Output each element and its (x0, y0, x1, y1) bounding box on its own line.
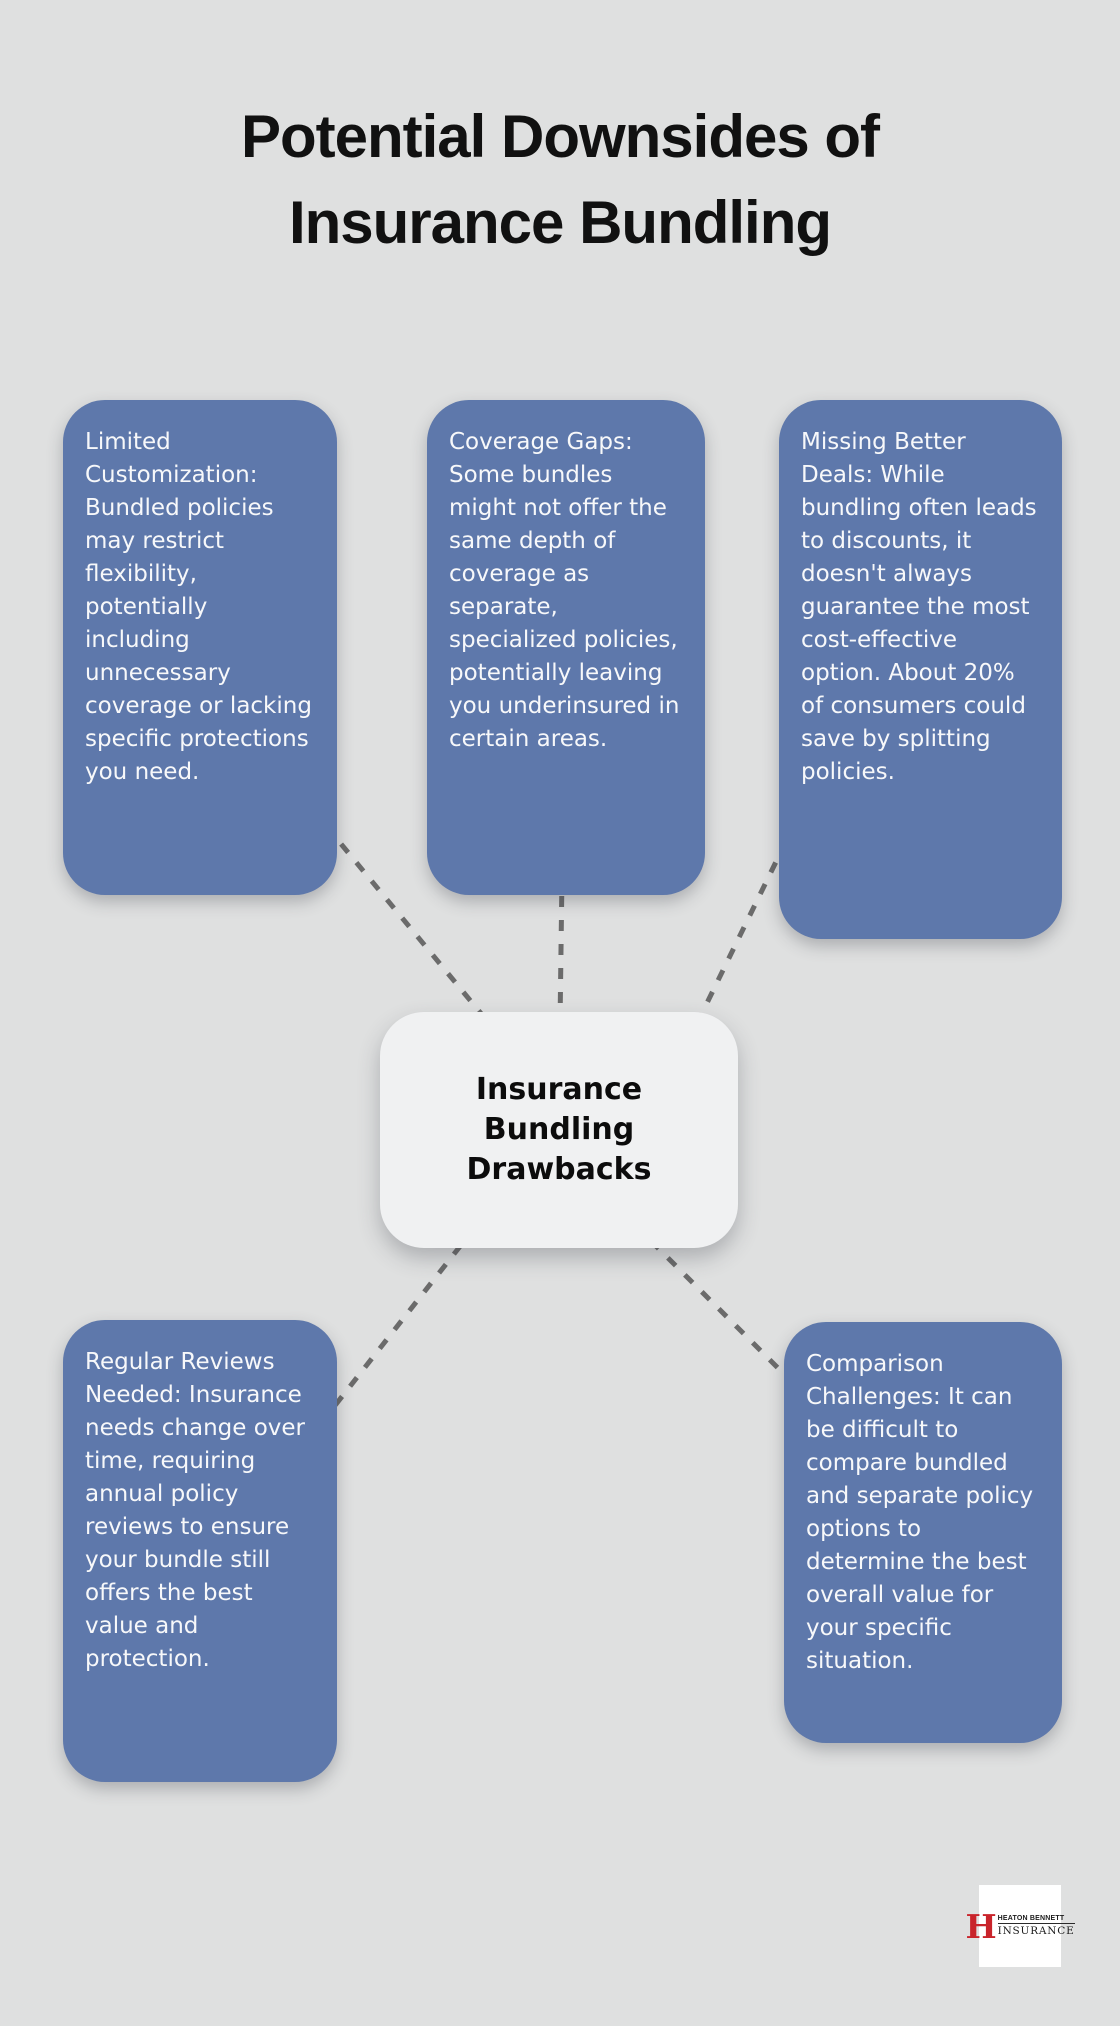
node-comparison-challenges: Comparison Challenges: It can be difficu… (784, 1322, 1062, 1743)
logo-text-block: HEATON BENNETT INSURANCE (997, 1915, 1075, 1937)
center-node-label: Insurance Bundling Drawbacks (466, 1072, 652, 1187)
node-regular-reviews-needed-text: Regular Reviews Needed: Insurance needs … (85, 1349, 306, 1672)
node-missing-better-deals-text: Missing Better Deals: While bundling oft… (801, 429, 1037, 785)
node-missing-better-deals: Missing Better Deals: While bundling oft… (779, 400, 1062, 939)
center-node: Insurance Bundling Drawbacks (380, 1012, 738, 1248)
node-coverage-gaps: Coverage Gaps: Some bundles might not of… (427, 400, 705, 895)
node-regular-reviews-needed: Regular Reviews Needed: Insurance needs … (63, 1320, 337, 1782)
node-coverage-gaps-text: Coverage Gaps: Some bundles might not of… (449, 429, 680, 752)
heaton-bennett-logo: H HEATON BENNETT INSURANCE (965, 1885, 1075, 1967)
node-limited-customization: Limited Customization: Bundled policies … (63, 400, 337, 895)
logo-company-name: HEATON BENNETT (997, 1915, 1075, 1924)
logo-h-monogram: H (965, 1906, 997, 1946)
page-title-line-1: Potential Downsides of (240, 103, 880, 170)
node-comparison-challenges-text: Comparison Challenges: It can be difficu… (806, 1351, 1034, 1674)
node-limited-customization-text: Limited Customization: Bundled policies … (85, 429, 312, 785)
page-title-line-2: Insurance Bundling (288, 189, 832, 256)
logo-company-type: INSURANCE (997, 1925, 1075, 1937)
page-title: Potential Downsides of Insurance Bundlin… (0, 94, 1120, 266)
